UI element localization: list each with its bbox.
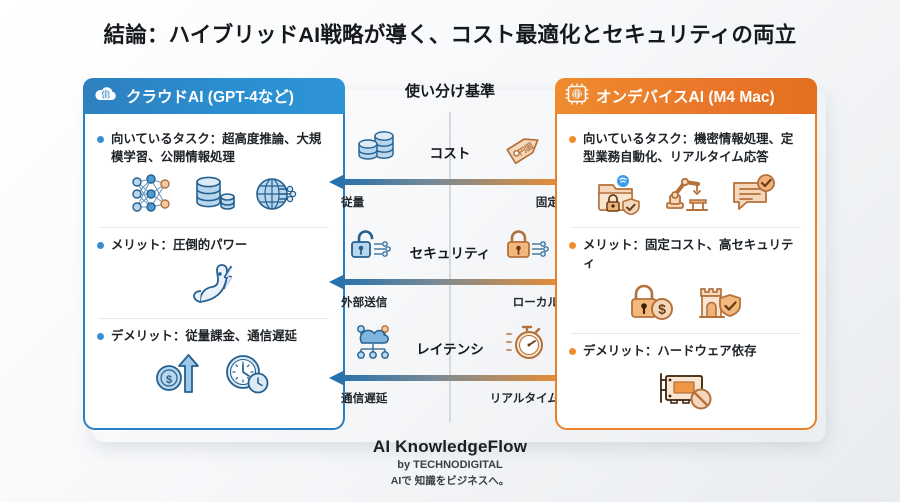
criteria-left-label: 外部送信 xyxy=(341,296,388,309)
criteria-row-title: レイテンシ xyxy=(416,342,484,357)
criteria-row-title: コスト xyxy=(429,146,471,161)
criteria-right-label: ローカル xyxy=(512,296,559,309)
cloud-network-icon xyxy=(351,322,397,367)
castle-shield-icon xyxy=(695,279,745,326)
footer: AI KnowledgeFlow by TECHNODIGITAL AIで 知識… xyxy=(0,437,900,488)
on-device-bullet-block-0: 向いているタスク：機密情報処理、定型業務自動化、リアルタイム応答 xyxy=(569,131,803,220)
on-device-icons-2 xyxy=(569,368,803,415)
brand-by: by TECHNODIGITAL xyxy=(397,459,503,471)
database-icon xyxy=(192,173,236,220)
on-device-ai-header-label: オンデバイスAI (M4 Mac) xyxy=(596,89,775,106)
bullet-dot-icon xyxy=(97,136,104,143)
cloud-ai-bullet-block-0: 向いているタスク：超高度推論、大規模学習、公開情報処理 xyxy=(97,131,331,220)
clock-icon xyxy=(222,352,274,401)
brand-tagline: AIで 知識をビジネスへ。 xyxy=(390,475,510,487)
flexing-arm-icon xyxy=(187,262,241,311)
cloud-ai-header-label: クラウドAI (GPT-4など) xyxy=(126,89,294,106)
cloud-ai-body: 向いているタスク：超高度推論、大規模学習、公開情報処理 xyxy=(85,118,343,424)
robot-arm-icon xyxy=(663,173,711,220)
secure-folder-icon xyxy=(595,173,645,220)
criteria-column: 使い分け基準 コスト xyxy=(329,78,571,430)
bullet-text: メリット：固定コスト、高セキュリティ xyxy=(583,238,794,270)
bullet: メリット：圧倒的パワー xyxy=(97,237,331,255)
on-device-ai-header: オンデバイスAI (M4 Mac) xyxy=(555,78,817,114)
bullet: 向いているタスク：超高度推論、大規模学習、公開情報処理 xyxy=(97,131,331,166)
divider xyxy=(99,317,329,319)
cloud-ai-bullet-block-1: メリット：圧倒的パワー xyxy=(97,237,331,311)
cloud-ai-icons-2: $ xyxy=(97,352,331,401)
bullet-dot-icon xyxy=(569,348,576,356)
divider xyxy=(571,333,801,335)
criteria-row-cost: コスト xyxy=(327,126,573,212)
bullet-text: デメリット：従量課金、通信遅延 xyxy=(111,328,297,343)
locked-padlock-icon xyxy=(505,226,555,269)
bullet-dot-icon xyxy=(97,242,104,250)
criteria-arrow xyxy=(327,366,573,390)
on-device-icons-0 xyxy=(569,173,803,220)
on-device-icons-1: $ xyxy=(569,279,803,326)
svg-text:$: $ xyxy=(658,301,666,317)
criteria-right-label: リアルタイム xyxy=(489,392,559,405)
stopwatch-icon xyxy=(503,322,549,367)
divider xyxy=(571,227,801,229)
cloud-ai-header: クラウドAI (GPT-4など) xyxy=(83,78,345,114)
on-device-ai-body: 向いているタスク：機密情報処理、定型業務自動化、リアルタイム応答 xyxy=(557,118,815,424)
bullet-text: デメリット：ハードウェア依存 xyxy=(583,344,757,359)
bullet-text: 向いているタスク：機密情報処理、定型業務自動化、リアルタイム応答 xyxy=(583,132,794,164)
chat-check-icon xyxy=(729,173,777,220)
cloud-ai-panel: クラウドAI (GPT-4など) 向いているタスク：超高度推論、大規模学習、公開… xyxy=(83,78,345,430)
on-device-bullet-block-2: デメリット：ハードウェア依存 xyxy=(569,343,803,415)
page-title: 結論：ハイブリッドAI戦略が導く、コスト最適化とセキュリティの両立 xyxy=(103,23,797,47)
cloud-ai-icons-0 xyxy=(97,173,331,220)
coin-stack-icon xyxy=(353,128,399,173)
price-tag-icon: 円固 xyxy=(503,128,547,173)
comparison-board: クラウドAI (GPT-4など) 向いているタスク：超高度推論、大規模学習、公開… xyxy=(83,78,817,430)
bullet: デメリット：ハードウェア依存 xyxy=(569,343,803,361)
neural-network-icon xyxy=(128,173,174,220)
bullet: デメリット：従量課金、通信遅延 xyxy=(97,328,331,346)
bullet-dot-icon xyxy=(569,242,576,250)
on-device-bullet-block-1: メリット：固定コスト、高セキュリティ $ xyxy=(569,237,803,326)
brand-name: AI KnowledgeFlow xyxy=(372,437,528,456)
bullet-text: 向いているタスク：超高度推論、大規模学習、公開情報処理 xyxy=(111,132,322,164)
criteria-row-latency: レイテンシ xyxy=(327,322,573,408)
divider xyxy=(99,227,329,229)
bullet: 向いているタスク：機密情報処理、定型業務自動化、リアルタイム応答 xyxy=(569,131,803,166)
criteria-left-label: 従量 xyxy=(341,196,365,209)
bullet-dot-icon xyxy=(569,136,576,143)
bullet-dot-icon xyxy=(97,332,104,340)
criteria-row-title: セキュリティ xyxy=(409,246,491,261)
center-divider-line xyxy=(449,112,451,422)
criteria-arrow xyxy=(327,270,573,294)
on-device-ai-panel: オンデバイスAI (M4 Mac) 向いているタスク：機密情報処理、定型業務自動… xyxy=(555,78,817,430)
criteria-left-label: 通信遅延 xyxy=(341,392,388,405)
chip-brain-icon xyxy=(565,82,589,110)
criteria-label: 使い分け基準 xyxy=(404,83,495,100)
criteria-row-security: セキュリティ xyxy=(327,226,573,312)
unlocked-padlock-icon xyxy=(349,226,397,269)
bullet: メリット：固定コスト、高セキュリティ xyxy=(569,237,803,272)
globe-network-icon xyxy=(254,173,300,220)
bullet-text: メリット：圧倒的パワー xyxy=(111,238,248,253)
cloud-brain-icon xyxy=(93,84,119,109)
coin-up-arrow-icon: $ xyxy=(154,352,204,401)
criteria-right-label: 固定 xyxy=(535,196,559,209)
cloud-ai-icons-1 xyxy=(97,262,331,311)
criteria-arrow xyxy=(327,170,573,194)
svg-text:$: $ xyxy=(166,374,172,386)
cloud-ai-bullet-block-2: デメリット：従量課金、通信遅延 $ xyxy=(97,328,331,402)
hardware-card-blocked-icon xyxy=(655,368,717,415)
lock-dollar-icon: $ xyxy=(627,279,677,326)
